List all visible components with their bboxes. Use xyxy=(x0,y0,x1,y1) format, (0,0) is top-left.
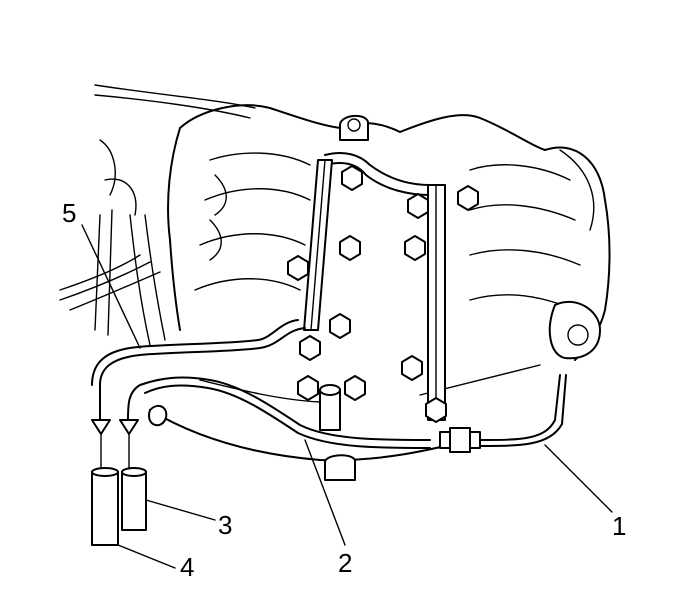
leader-line-5 xyxy=(81,224,141,349)
bolt xyxy=(297,375,319,401)
lower-bracket xyxy=(324,454,356,481)
quick-connect-fittings xyxy=(91,404,168,435)
intake-manifold xyxy=(149,104,611,462)
callout-3: 3 xyxy=(218,510,232,540)
bolt xyxy=(339,235,361,261)
bolt xyxy=(407,193,429,219)
callout-2: 2 xyxy=(338,548,352,578)
leader-line-4 xyxy=(117,544,176,569)
rail-bolts xyxy=(287,165,479,431)
bolt xyxy=(457,185,479,211)
callout-5: 5 xyxy=(62,198,76,228)
left-fuel-rail xyxy=(303,159,333,331)
fuel-hoses xyxy=(91,433,147,546)
bolt xyxy=(299,335,321,361)
leader-lines xyxy=(81,224,613,569)
bolt xyxy=(425,397,447,423)
bolt xyxy=(404,235,426,261)
bolt xyxy=(287,255,309,281)
bolt xyxy=(329,313,351,339)
crossover-fitting xyxy=(324,114,431,196)
leader-line-2 xyxy=(304,439,346,546)
leader-line-3 xyxy=(145,499,216,521)
bolt xyxy=(341,165,363,191)
callout-4: 4 xyxy=(180,552,194,582)
callouts: 1 2 3 4 5 xyxy=(62,198,626,582)
upper-left-hoses xyxy=(59,84,256,346)
right-fuel-rail xyxy=(427,184,446,421)
bolt xyxy=(401,355,423,381)
bolt xyxy=(344,375,366,401)
leader-line-1 xyxy=(544,444,613,513)
callout-1: 1 xyxy=(612,511,626,541)
fuel-lines xyxy=(91,319,567,453)
